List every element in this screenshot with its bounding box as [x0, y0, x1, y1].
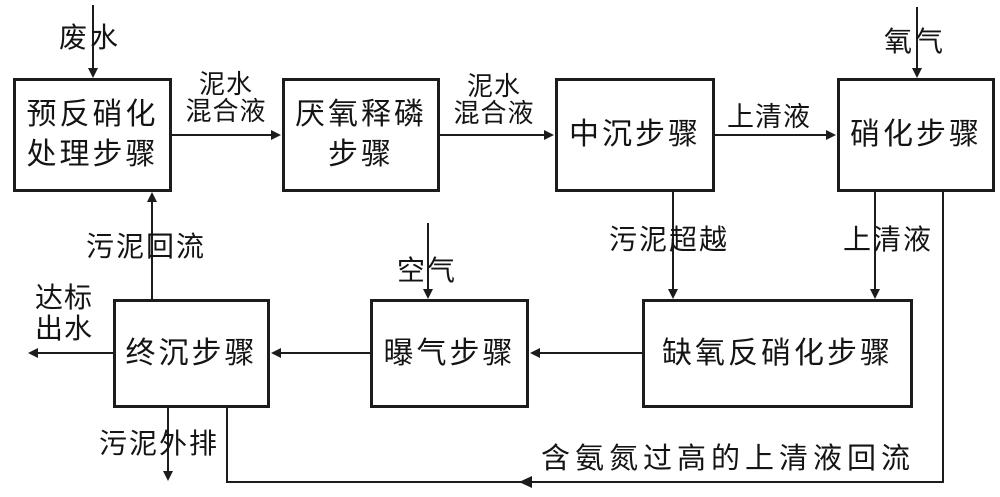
- arrowhead-effluent-out: [28, 348, 38, 358]
- flow-label-line: 达标: [34, 283, 93, 314]
- flow-label-standard-effluent: 达标 出水: [29, 283, 99, 345]
- node-label-line: 预反硝化: [26, 98, 159, 131]
- node-anoxic-denitrification-step: 缺氧反硝化步骤: [642, 299, 913, 408]
- flow-label-line: 混合液: [453, 99, 535, 128]
- flow-label-ammonia-supernatant-return: 含氨氮过高的上清液回流: [541, 443, 916, 475]
- node-nitrification-step: 硝化步骤: [837, 78, 995, 192]
- flow-label-air: 空气: [397, 256, 458, 287]
- node-label-line: 硝化步骤: [850, 118, 982, 151]
- node-aeration-step: 曝气步骤: [370, 299, 529, 408]
- flow-label-mud-water-mixture-1: 泥水 混合液: [176, 71, 276, 125]
- node-final-sedimentation-step: 终沉步骤: [113, 299, 270, 408]
- arrowhead-supernatant-to-anoxic: [870, 289, 880, 299]
- flow-label-line: 泥水: [198, 70, 253, 99]
- node-pre-denitrification-step: 预反硝化 处理步骤: [13, 78, 172, 192]
- flow-label-sludge-bypass: 污泥超越: [609, 225, 730, 256]
- flow-label-oxygen: 氧气: [884, 27, 947, 58]
- arrowhead-wastewater-in: [88, 68, 98, 78]
- node-label-line: 终沉步骤: [125, 336, 258, 370]
- line-ammonia-return: [226, 192, 944, 483]
- flow-label-line: 出水: [34, 314, 93, 345]
- flow-label-sludge-return: 污泥回流: [86, 232, 207, 263]
- flow-label-mud-water-mixture-2: 泥水 混合液: [444, 73, 544, 127]
- arrowhead-ammonia-return: [519, 476, 532, 488]
- arrowhead-sludge-return: [147, 192, 157, 202]
- node-label-line: 中沉步骤: [569, 118, 701, 151]
- arrowhead-anaerobic-to-midsed: [544, 130, 554, 140]
- arrowhead-anoxic-to-aeration: [530, 348, 540, 358]
- flow-label-sludge-discharge: 污泥外排: [99, 429, 220, 460]
- node-label-line: 缺氧反硝化步骤: [662, 336, 893, 370]
- arrowhead-sludge-bypass: [668, 289, 678, 299]
- flow-label-line: 混合液: [185, 97, 267, 126]
- node-label-line: 曝气步骤: [383, 336, 516, 370]
- arrowhead-air-in: [423, 289, 433, 299]
- arrowhead-sludge-discharge: [163, 471, 173, 481]
- node-label-line: 步骤: [328, 138, 394, 171]
- flow-label-line: 泥水: [466, 72, 521, 101]
- arrowhead-aeration-to-finalsed: [271, 348, 281, 358]
- flow-label-supernatant-nitrification: 上清液: [843, 225, 934, 256]
- node-label-line: 处理步骤: [26, 138, 159, 171]
- flow-label-wastewater: 废水: [59, 23, 122, 54]
- arrowhead-midsed-to-nitrification: [826, 130, 836, 140]
- arrowhead-pre-to-anaerobic: [271, 130, 281, 140]
- arrowhead-oxygen-in: [912, 68, 922, 78]
- node-middle-sedimentation-step: 中沉步骤: [555, 78, 715, 192]
- flow-label-supernatant-mid: 上清液: [727, 102, 811, 132]
- node-anaerobic-phosphorus-release-step: 厌氧释磷 步骤: [282, 78, 440, 192]
- node-label-line: 厌氧释磷: [295, 98, 427, 131]
